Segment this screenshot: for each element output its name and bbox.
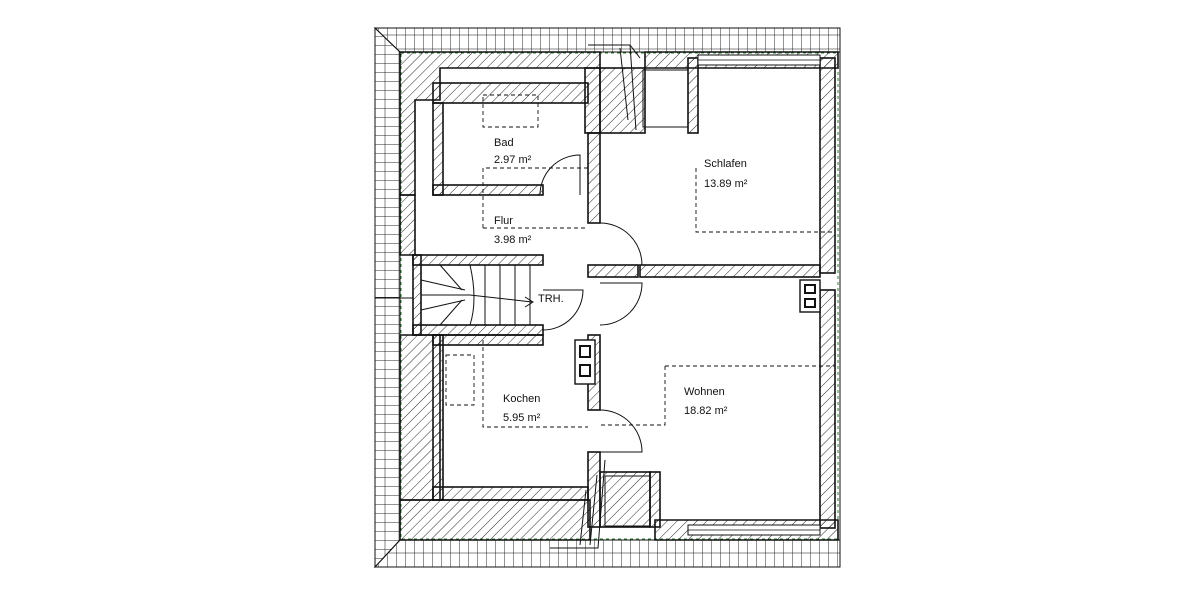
- room-area-flur: 3.98 m²: [494, 234, 532, 246]
- eave-guide: [400, 52, 839, 540]
- flue-details: [550, 44, 641, 549]
- room-area-kochen: 5.95 m²: [503, 412, 541, 424]
- room-name-schlafen: Schlafen: [704, 158, 747, 170]
- walls: [412, 57, 836, 529]
- roof-top: [373, 27, 841, 53]
- stair-label: TRH.: [538, 293, 564, 305]
- room-name-kochen: Kochen: [503, 393, 540, 405]
- room-area-schlafen: 13.89 m²: [704, 178, 748, 190]
- room-labels: Bad 2.97 m² Flur 3.98 m² Schlafen 13.89 …: [494, 137, 748, 424]
- room-name-wohnen: Wohnen: [684, 386, 725, 398]
- chimneys: [574, 279, 821, 385]
- room-name-bad: Bad: [494, 137, 514, 149]
- room-name-flur: Flur: [494, 215, 513, 227]
- windows: [687, 54, 821, 536]
- roof-bottom: [373, 539, 841, 568]
- room-area-wohnen: 18.82 m²: [684, 405, 728, 417]
- doors: [539, 154, 643, 453]
- room-area-bad: 2.97 m²: [494, 154, 532, 166]
- dashed-outlines: [445, 94, 835, 428]
- staircase: [375, 264, 534, 326]
